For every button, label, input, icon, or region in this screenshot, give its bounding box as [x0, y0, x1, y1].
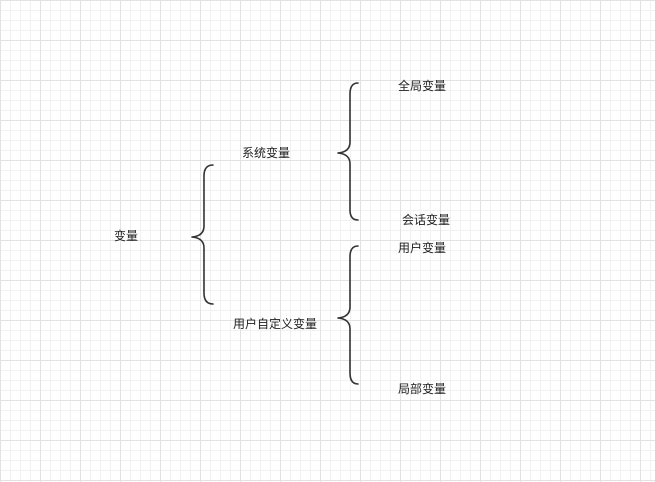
session-variables-label: 会话变量 — [402, 213, 451, 227]
system-variables-label: 系统变量 — [242, 146, 291, 160]
global-variables-label: 全局变量 — [398, 79, 447, 93]
user-variables-label: 用户变量 — [398, 241, 447, 255]
user-brace — [337, 245, 359, 385]
system-brace — [337, 82, 359, 221]
root-brace — [191, 164, 214, 305]
root-label: 变量 — [114, 229, 139, 243]
user-defined-variables-label: 用户自定义变量 — [233, 317, 318, 331]
local-variables-label: 局部变量 — [398, 382, 447, 396]
